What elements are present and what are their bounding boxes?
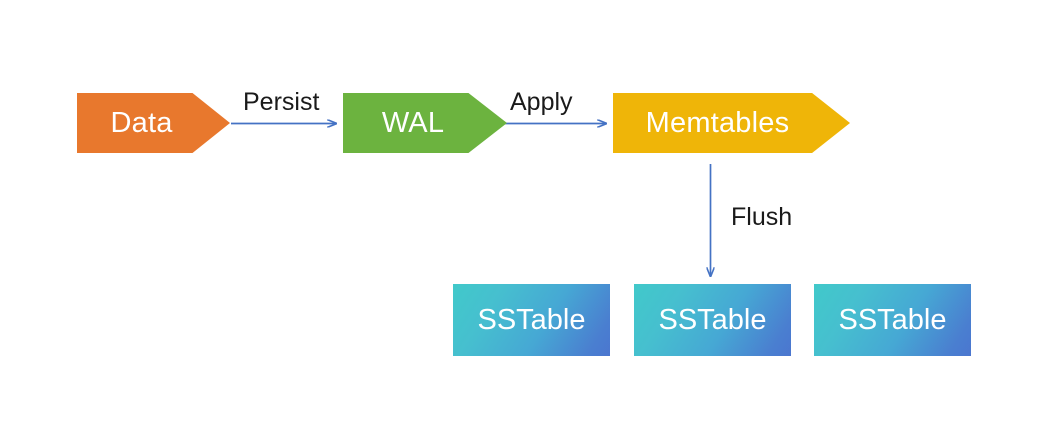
node-sstable-1-label: SSTable — [477, 303, 586, 336]
node-sstable-2-label: SSTable — [658, 303, 767, 336]
node-sstable-1[interactable]: SSTable — [453, 284, 610, 356]
node-data-label: Data — [110, 106, 173, 139]
node-sstable-2[interactable]: SSTable — [634, 284, 791, 356]
node-memtables-label: Memtables — [645, 106, 790, 139]
node-sstable-3[interactable]: SSTable — [814, 284, 971, 356]
edge-label-persist: Persist — [243, 88, 320, 116]
edge-label-apply: Apply — [510, 88, 573, 116]
node-data[interactable]: Data — [77, 93, 230, 153]
node-wal[interactable]: WAL — [343, 93, 507, 153]
edge-label-flush: Flush — [731, 203, 793, 231]
node-wal-label: WAL — [381, 106, 445, 139]
node-sstable-3-label: SSTable — [838, 303, 947, 336]
node-memtables[interactable]: Memtables — [613, 93, 850, 153]
